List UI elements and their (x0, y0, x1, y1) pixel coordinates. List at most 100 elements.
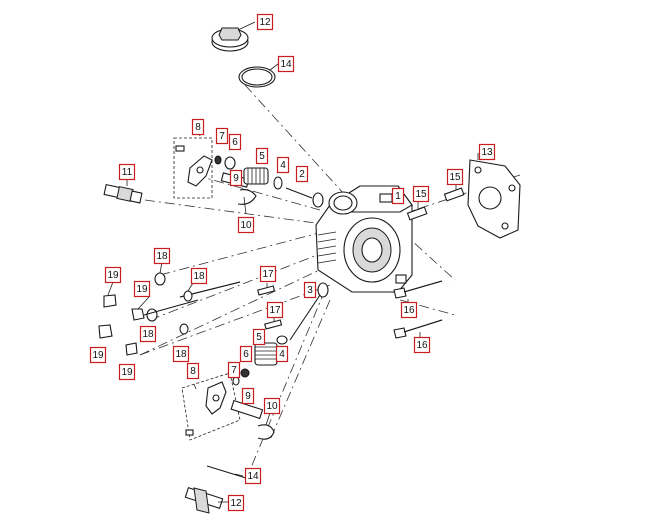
callout-box (191, 118, 205, 136)
callout-c5-top: 5 (255, 147, 269, 165)
callout-box (295, 165, 309, 183)
callout-number: 2 (299, 169, 305, 180)
callout-c5-bot: 5 (252, 328, 266, 346)
callout-box (277, 55, 295, 73)
callout-c7-top: 7 (215, 127, 229, 145)
callout-box (256, 13, 274, 31)
callout-box (446, 168, 464, 186)
gasket-strip-bottom (206, 465, 247, 479)
callout-c14-bot: 14 (244, 467, 262, 485)
callout-box (237, 216, 255, 234)
callout-number: 4 (280, 160, 286, 171)
callout-box (190, 267, 208, 285)
callout-c15-a: 15 (412, 185, 430, 203)
callout-box (413, 336, 431, 354)
callout-box (118, 363, 136, 381)
callout-c11: 11 (118, 163, 136, 181)
callout-c18-d: 18 (172, 345, 190, 363)
callout-box (412, 185, 430, 203)
valve-spring-lower (254, 342, 278, 366)
callout-box (255, 147, 269, 165)
callout-number: 18 (193, 271, 205, 282)
callout-box (400, 301, 418, 319)
callout-box (239, 345, 253, 363)
spark-plug (103, 178, 143, 204)
callout-box (118, 163, 136, 181)
callout-c15-b: 15 (446, 168, 464, 186)
callout-c12-bot: 12 (227, 494, 245, 512)
callout-box (263, 397, 281, 415)
callout-number: 1 (395, 191, 401, 202)
callout-box (227, 361, 241, 379)
callout-c18-a: 18 (153, 247, 171, 265)
oil-filler-cap-bottom (184, 486, 228, 514)
callout-box (172, 345, 190, 363)
callout-box (228, 133, 242, 151)
dowel-pins (406, 185, 465, 221)
head-side-gasket (467, 153, 521, 239)
callout-number: 12 (230, 498, 242, 509)
callout-box (133, 280, 151, 298)
callout-c17-a: 17 (259, 265, 277, 283)
callout-box (139, 325, 157, 343)
callout-box (89, 346, 107, 364)
callout-number: 14 (280, 59, 292, 70)
callout-number: 9 (245, 391, 251, 402)
callout-c19-b: 19 (133, 280, 151, 298)
callout-number: 15 (415, 189, 427, 200)
callout-box (276, 156, 290, 174)
callout-c6-bot: 6 (239, 345, 253, 363)
callout-number: 19 (121, 367, 133, 378)
callout-number: 19 (92, 350, 104, 361)
callout-c1: 1 (391, 187, 405, 205)
callout-c10-top: 10 (237, 216, 255, 234)
callout-number: 4 (279, 349, 285, 360)
callout-number: 18 (175, 349, 187, 360)
callout-box (229, 169, 243, 187)
callout-c19-a: 19 (104, 266, 122, 284)
callout-c19-c: 19 (89, 346, 107, 364)
callout-number: 8 (195, 122, 201, 133)
callout-box (391, 187, 405, 205)
callout-number: 5 (256, 332, 262, 343)
callout-number: 12 (259, 17, 271, 28)
callout-c18-b: 18 (190, 267, 208, 285)
callout-c16-b: 16 (413, 336, 431, 354)
callout-box (104, 266, 122, 284)
callout-c6-top: 6 (228, 133, 242, 151)
callout-number: 7 (231, 365, 237, 376)
callout-number: 18 (156, 251, 168, 262)
callout-number: 7 (219, 131, 225, 142)
callout-number: 16 (416, 340, 428, 351)
callout-c3: 3 (303, 281, 317, 299)
callout-number: 6 (243, 349, 249, 360)
callout-box (252, 328, 266, 346)
callout-box (259, 265, 277, 283)
callout-number: 8 (190, 366, 196, 377)
callout-number: 16 (403, 305, 415, 316)
callout-c9-bot: 9 (241, 387, 255, 405)
callout-number: 19 (107, 270, 119, 281)
callout-box (153, 247, 171, 265)
callout-number: 13 (481, 147, 493, 158)
callout-box (186, 362, 200, 380)
callout-c19-d: 19 (118, 363, 136, 381)
callout-c4-bot: 4 (275, 345, 289, 363)
cooling-fins (317, 231, 337, 264)
callout-number: 10 (266, 401, 278, 412)
callout-number: 19 (136, 284, 148, 295)
oil-filler-cap-top (211, 21, 256, 52)
cylinder-head (315, 185, 413, 293)
callout-box (266, 301, 284, 319)
callout-c18-c: 18 (139, 325, 157, 343)
callout-number: 17 (269, 305, 281, 316)
lower-valve-train (181, 335, 288, 441)
callout-number: 11 (122, 167, 133, 178)
callout-c4-top: 4 (276, 156, 290, 174)
callout-c9-top: 9 (229, 169, 243, 187)
callout-c12-top: 12 (256, 13, 274, 31)
callout-c17-b: 17 (266, 301, 284, 319)
callout-box (244, 467, 262, 485)
callout-c2: 2 (295, 165, 309, 183)
